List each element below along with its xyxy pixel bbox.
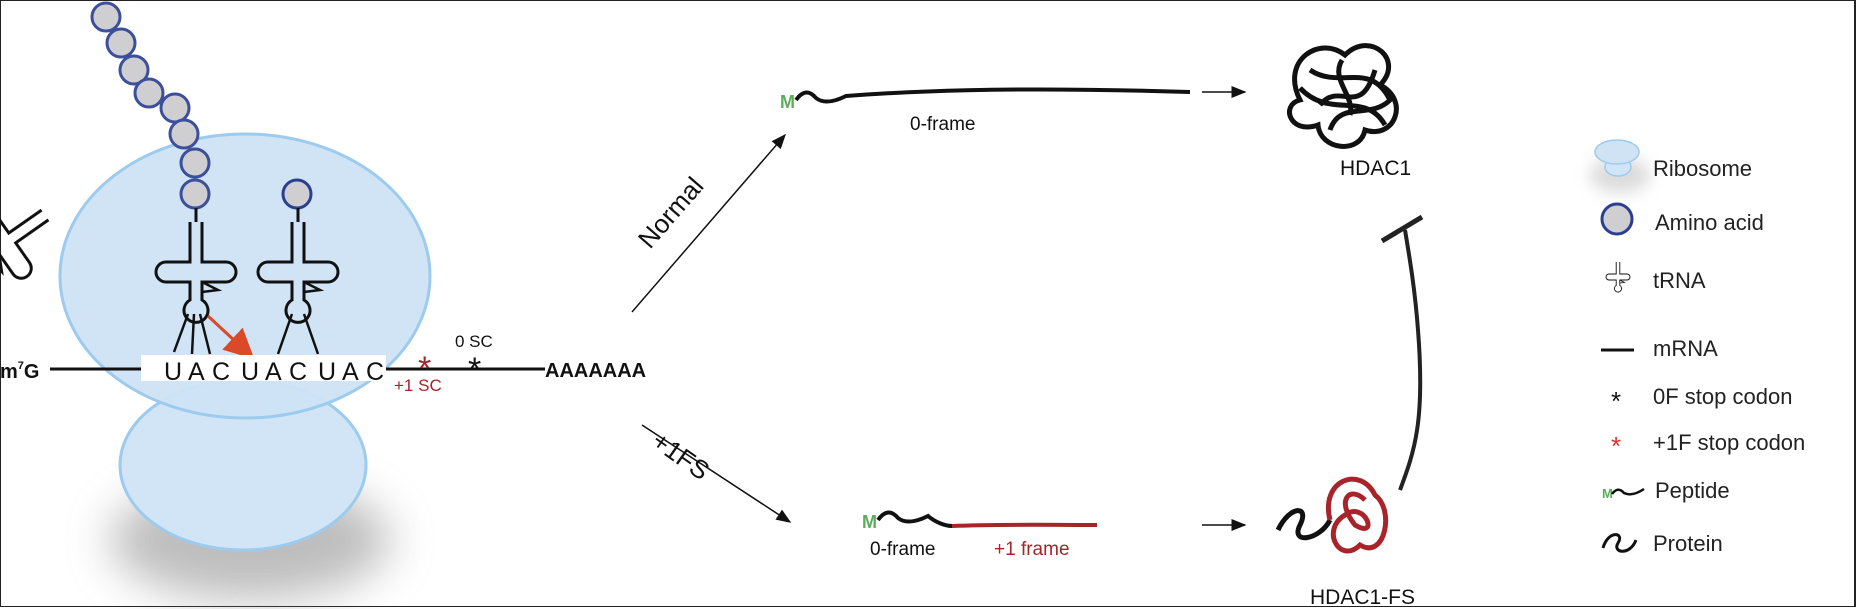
- protein-icon: [1601, 533, 1638, 553]
- zero-stop-star-icon: *: [468, 351, 481, 389]
- inhibition-line: [1398, 229, 1423, 491]
- svg-text:C: C: [289, 358, 307, 386]
- large-subunit: [58, 132, 432, 420]
- normal-peptide: M 0-frame: [780, 86, 1247, 135]
- amino-acid: [281, 178, 313, 210]
- peptide-icon: M: [1602, 486, 1645, 501]
- svg-text:C: C: [366, 358, 384, 386]
- start-methionine: M: [780, 92, 795, 112]
- svg-text:A: A: [265, 358, 282, 386]
- a-site-trna-icon: [256, 220, 340, 355]
- legend-label: 0F stop codon: [1653, 384, 1792, 409]
- svg-text:C: C: [212, 358, 230, 386]
- svg-text:U: U: [241, 358, 259, 386]
- zero-frame-label: 0-frame: [910, 114, 975, 135]
- normal-arrow: [631, 133, 786, 313]
- legend-label: +1F stop codon: [1653, 430, 1805, 455]
- hdac1-fs-protein-icon: [1275, 476, 1389, 554]
- fs-label: +1FS: [647, 425, 716, 486]
- legend-label: tRNA: [1653, 268, 1706, 293]
- svg-text:U: U: [164, 358, 182, 386]
- legend-label: Protein: [1653, 531, 1723, 556]
- cap-label: m7G: [0, 360, 39, 383]
- svg-text:U: U: [318, 358, 336, 386]
- frameshift-arrow: [206, 314, 255, 360]
- svg-text:A: A: [342, 358, 359, 386]
- inhibition-bar: [1380, 214, 1424, 244]
- red-star-icon: *: [1611, 431, 1621, 461]
- svg-text:M: M: [1602, 486, 1613, 501]
- legend-label: Ribosome: [1653, 156, 1752, 181]
- legend-label: Peptide: [1655, 478, 1730, 503]
- legend-label: mRNA: [1653, 336, 1718, 361]
- legend: Ribosome Amino acid tRNA mRNA * 0F stop …: [1590, 139, 1805, 556]
- zero-frame-label: 0-frame: [870, 539, 935, 560]
- normal-label: Normal: [632, 171, 710, 254]
- start-methionine: M: [862, 512, 877, 532]
- plus1-stop-star-icon: *: [418, 350, 431, 388]
- hdac1-protein-icon: [1287, 43, 1399, 149]
- legend-label: Amino acid: [1655, 210, 1764, 235]
- ribosome: [58, 132, 432, 600]
- zero-sc-label: 0 SC: [455, 332, 493, 351]
- amino-acid-icon: [1600, 202, 1634, 236]
- p-site-trna-icon: [154, 220, 238, 355]
- hdac1-fs-label: HDAC1-FS: [1310, 586, 1415, 609]
- fs-peptide: M 0-frame +1 frame: [862, 510, 1247, 560]
- plus1-sc-label: +1 SC: [394, 376, 442, 395]
- trna-icon: [1605, 261, 1631, 293]
- fs-arrow: [641, 424, 792, 523]
- hdac1-label: HDAC1: [1340, 157, 1411, 180]
- exiting-trna-icon: [0, 180, 70, 307]
- ribosome-icon: [1590, 139, 1650, 193]
- peptide-chain: [90, 1, 211, 210]
- svg-text:A: A: [188, 358, 205, 386]
- black-star-icon: *: [1611, 386, 1621, 416]
- polya-tail: AAAAAAA: [545, 360, 646, 382]
- plus1-frame-label: +1 frame: [994, 539, 1070, 560]
